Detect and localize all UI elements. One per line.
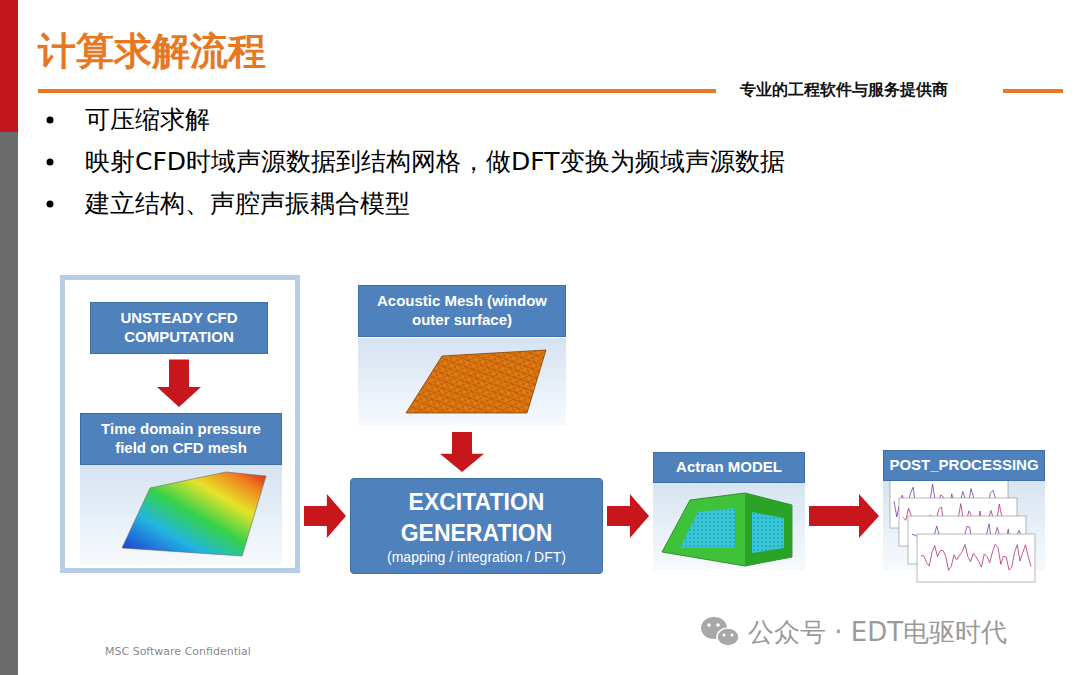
wechat-icon xyxy=(701,617,739,646)
flow-arrow xyxy=(607,494,649,538)
process-box: UNSTEADY CFD COMPUTATION xyxy=(90,302,268,354)
box-subtitle: (mapping / integration / DFT) xyxy=(359,549,594,567)
box-label: Acoustic Mesh (window outer surface) xyxy=(358,285,566,337)
side-bar-accent xyxy=(0,0,18,132)
slide-title: 计算求解流程 xyxy=(38,26,266,77)
image-tile: Acoustic Mesh (window outer surface) xyxy=(358,285,566,426)
image-tile: POST_PROCESSING xyxy=(883,450,1045,570)
pressure-field xyxy=(122,472,266,556)
flow-arrow xyxy=(440,432,484,472)
company-slogan: 专业的工程软件与服务提供商 xyxy=(740,80,948,101)
bullet xyxy=(47,201,54,208)
flow-arrow xyxy=(304,494,346,538)
box-label: Time domain pressure field on CFD mesh xyxy=(80,413,282,465)
image-tile: Time domain pressure field on CFD mesh xyxy=(80,413,282,565)
window-surface xyxy=(680,508,735,548)
process-box: EXCITATION GENERATION(mapping / integrat… xyxy=(350,478,603,574)
result-plots xyxy=(890,480,1035,582)
image-tile: Actran MODEL xyxy=(653,452,805,570)
box-label: UNSTEADY CFD COMPUTATION xyxy=(99,309,259,347)
bullet-text: 可压缩求解 xyxy=(85,103,210,136)
acoustic-mesh xyxy=(406,350,546,413)
box-label: EXCITATION GENERATION xyxy=(359,487,594,549)
flow-arrow xyxy=(809,494,879,538)
actran-model xyxy=(662,493,792,566)
bullet xyxy=(47,159,54,166)
header-rule xyxy=(38,89,716,93)
bullet xyxy=(47,117,54,124)
group-fill xyxy=(62,277,298,571)
side-bar xyxy=(0,0,18,675)
box-label: Actran MODEL xyxy=(653,452,805,483)
image-panel xyxy=(358,338,566,426)
box-label: POST_PROCESSING xyxy=(883,450,1045,481)
header-rule xyxy=(1003,89,1063,93)
image-panel xyxy=(80,465,282,565)
actran-side xyxy=(745,493,792,566)
bullet-text: 映射CFD时域声源数据到结构网格，做DFT变换为频域声源数据 xyxy=(85,145,785,178)
process-group: UNSTEADY CFD COMPUTATION Time domain pres… xyxy=(60,275,300,573)
confidential-note: MSC Software Confidential xyxy=(105,645,251,658)
window-surface xyxy=(752,512,784,553)
watermark: 公众号 · EDT电驱时代 xyxy=(748,615,1007,650)
flow-arrow xyxy=(157,360,201,408)
image-panel xyxy=(653,480,805,570)
bullet-text: 建立结构、声腔声振耦合模型 xyxy=(85,187,410,220)
